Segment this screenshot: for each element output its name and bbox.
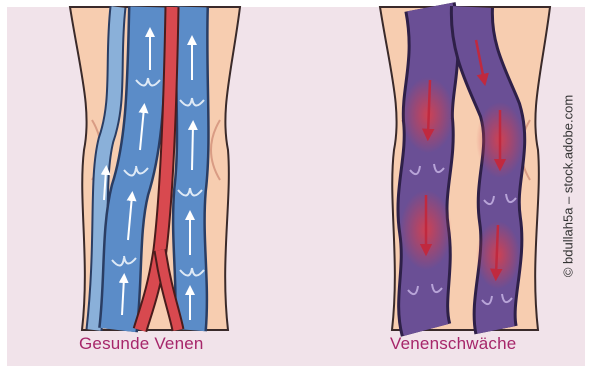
- caption-healthy-veins: Gesunde Venen: [79, 334, 204, 354]
- image-credit: © bdullah5a – stock.adobe.com: [561, 95, 576, 277]
- diseased-leg: [380, 7, 550, 330]
- caption-venous-insufficiency: Venenschwäche: [390, 334, 516, 354]
- healthy-leg: [70, 7, 240, 330]
